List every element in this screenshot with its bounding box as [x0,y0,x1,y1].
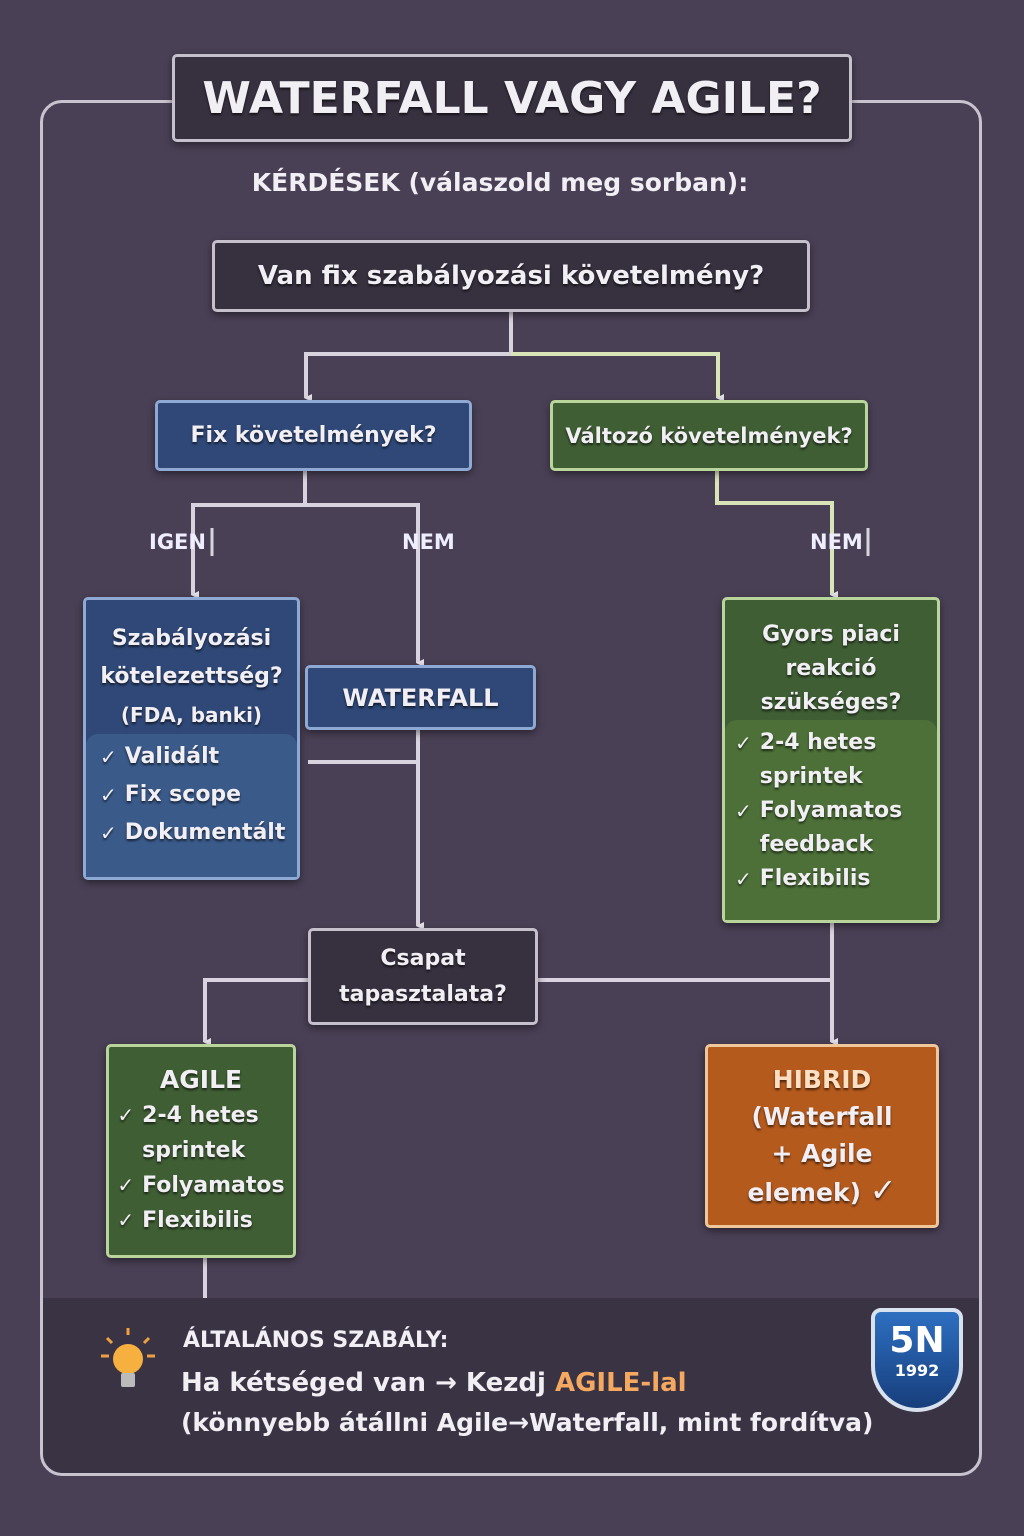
check-item: ✓Dokumentált [100,814,285,852]
team-experience-box: Csapat tapasztalata? [308,928,538,1025]
check-icon: ✓ [100,821,117,845]
rule-heading: ÁLTALÁNOS SZABÁLY: [183,1328,449,1353]
check-item: ✓2-4 hetes sprintek [117,1098,284,1168]
check-item: ✓2-4 hetes sprintek [735,726,927,794]
regulatory-line: Szabályozási [111,626,272,651]
check-icon: ✓ [117,1208,135,1232]
check-icon: ✓ [735,731,752,755]
check-item: ✓Folyamatos [117,1168,284,1203]
check-item: ✓Fix scope [100,776,283,814]
label-no-left: NEM [402,530,455,554]
connector-team-agile [203,978,308,1046]
rule-panel: ÁLTALÁNOS SZABÁLY: Ha kétséged van → Kez… [43,1298,979,1473]
logo-mark: 5N [889,1320,945,1361]
check-icon: ✓ [100,783,117,807]
market-line: szükséges? [760,690,902,715]
team-line: tapasztalata? [339,981,507,1007]
lightbulb-icon [101,1328,155,1387]
rule-line2: (könnyebb átállni Agile→Waterfall, mint … [181,1408,874,1437]
logo-badge: 5N 1992 [871,1308,963,1412]
hybrid-line: elemek) ✓ [747,1171,897,1209]
hybrid-result: HIBRID (Waterfall + Agile elemek) ✓ [705,1044,939,1228]
connector-fixed-no [305,503,424,667]
hybrid-line: (Waterfall [751,1102,893,1131]
check-icon: ✓ [735,867,752,891]
connector-q1-split [304,312,513,402]
hybrid-line: + Agile [771,1139,873,1168]
check-icon: ✓ [869,1171,897,1209]
waterfall-result: WATERFALL [305,665,536,730]
regulatory-line: kötelezettség? [100,664,283,689]
fixed-requirements-box: Fix követelmények? [155,400,472,471]
check-item: ✓Flexibilis [735,862,927,896]
check-icon: ✓ [117,1173,135,1197]
regulatory-line: (FDA, banki) [120,703,263,727]
connector-changing-no [715,471,838,599]
label-yes: IGEN [149,530,206,554]
check-icon: ✓ [100,745,117,769]
regulatory-box: Szabályozási kötelezettség? (FDA, banki)… [83,597,300,880]
check-item: ✓Validált [100,738,283,776]
check-icon: ✓ [117,1103,135,1127]
page-title: WATERFALL VAGY AGILE? [172,54,852,142]
agile-result: AGILE ✓2-4 hetes sprintek ✓Folyamatos ✓F… [106,1044,296,1258]
market-line: Gyors piaci [762,622,900,647]
rule-line1: Ha kétséged van → Kezdj AGILE-lal [181,1368,687,1398]
market-line: reakció [785,656,877,681]
connector-fixed-yes [191,471,307,599]
label-no-right: NEM [810,530,863,554]
changing-requirements-box: Változó követelmények? [550,400,868,471]
connector-q1-right [511,352,724,402]
check-item: ✓Flexibilis [117,1203,284,1238]
agile-title: AGILE [159,1065,243,1094]
market-box: Gyors piaci reakció szükséges? ✓2-4 hete… [722,597,940,923]
logo-year: 1992 [894,1361,940,1380]
team-line: Csapat [380,945,466,971]
question-regulation: Van fix szabályozási követelmény? [212,240,810,312]
check-item: ✓Folyamatos feedback [735,794,927,862]
subtitle: KÉRDÉSEK (válaszold meg sorban): [251,168,749,197]
hybrid-line: HIBRID [772,1065,872,1094]
check-icon: ✓ [735,799,752,823]
